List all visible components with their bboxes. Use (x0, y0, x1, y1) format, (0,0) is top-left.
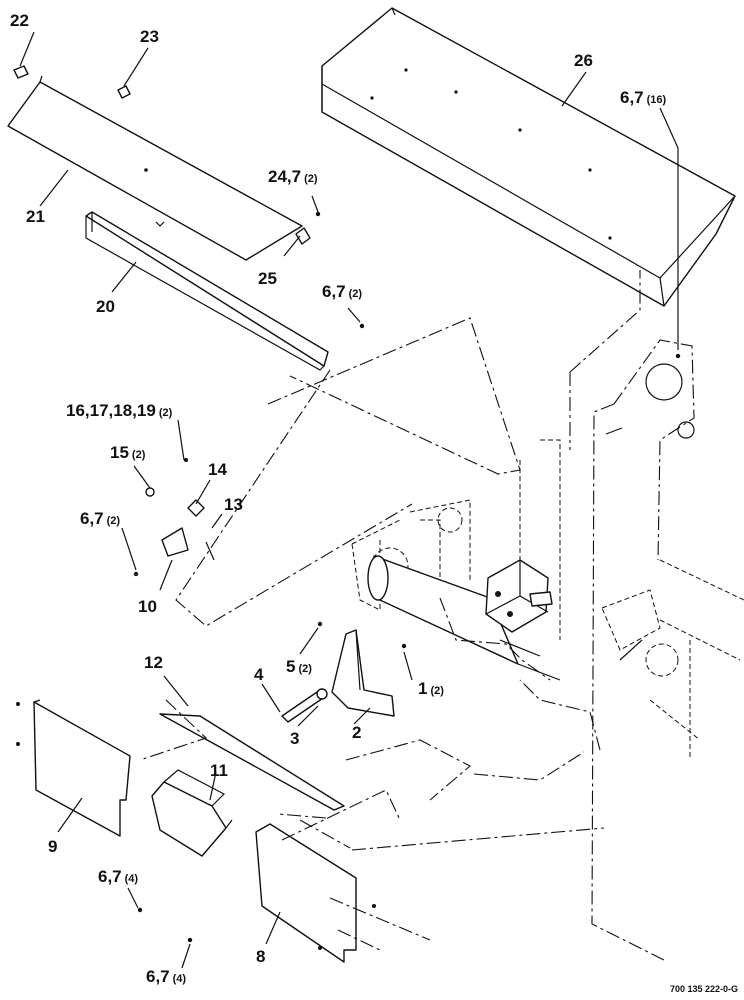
handle-part-4 (281, 688, 328, 723)
shield-part-9 (33, 699, 131, 837)
clip-part-23 (117, 85, 131, 99)
bracket-part-2 (331, 629, 395, 717)
callout-8: 8 (256, 947, 265, 966)
callout-6-7-bottom: 6,7(4) (146, 967, 186, 986)
clip-part-22 (13, 65, 29, 79)
callout-23: 23 (140, 27, 159, 46)
shaft-tube (367, 555, 561, 681)
callout-26: 26 (574, 51, 593, 70)
callout-13: 13 (224, 495, 243, 514)
callout-5: 5(2) (286, 657, 312, 676)
callout-6-7-mid: 6,7(2) (322, 282, 362, 301)
callout-labels: 22 23 26 6,7(16) 24,7(2) 21 25 6,7(2) 20… (10, 11, 667, 986)
side-panel-outline (591, 339, 695, 961)
callout-21: 21 (26, 207, 45, 226)
callout-14: 14 (208, 460, 227, 479)
assembly-lines (139, 270, 641, 951)
callout-6-7-top: 6,7(16) (620, 88, 667, 107)
callout-1: 1(2) (418, 679, 444, 698)
clip-part-14 (187, 499, 205, 517)
callout-4: 4 (254, 665, 264, 684)
callout-6-7-left: 6,7(2) (80, 509, 120, 528)
plate-part-21 (7, 75, 303, 261)
callout-15: 15(2) (110, 443, 146, 462)
bracket-part-25 (295, 227, 311, 245)
callout-9: 9 (48, 837, 57, 856)
callout-6-7-low: 6,7(4) (98, 867, 138, 886)
callout-11: 11 (210, 761, 228, 780)
nut-part-15 (145, 487, 155, 497)
fastener-points (16, 211, 681, 950)
callout-12: 12 (144, 653, 163, 672)
figure-number: 700 135 222-0-G (670, 984, 738, 994)
plate-part-10 (161, 527, 189, 557)
callout-24-7: 24,7(2) (268, 167, 318, 186)
callout-20: 20 (96, 297, 115, 316)
pin-part-13 (205, 541, 215, 561)
callout-10: 10 (138, 597, 157, 616)
callout-22: 22 (10, 11, 29, 30)
hood-part-11 (151, 769, 233, 857)
shield-part-26 (321, 7, 736, 307)
callout-2: 2 (352, 723, 361, 742)
callout-16-19: 16,17,18,19(2) (66, 401, 173, 420)
callout-25: 25 (258, 269, 277, 288)
leader-lines (19, 31, 679, 969)
callout-3: 3 (290, 729, 299, 748)
gearbox-assembly (485, 559, 553, 633)
angle-part-20 (85, 211, 329, 371)
shield-part-8 (255, 823, 357, 963)
